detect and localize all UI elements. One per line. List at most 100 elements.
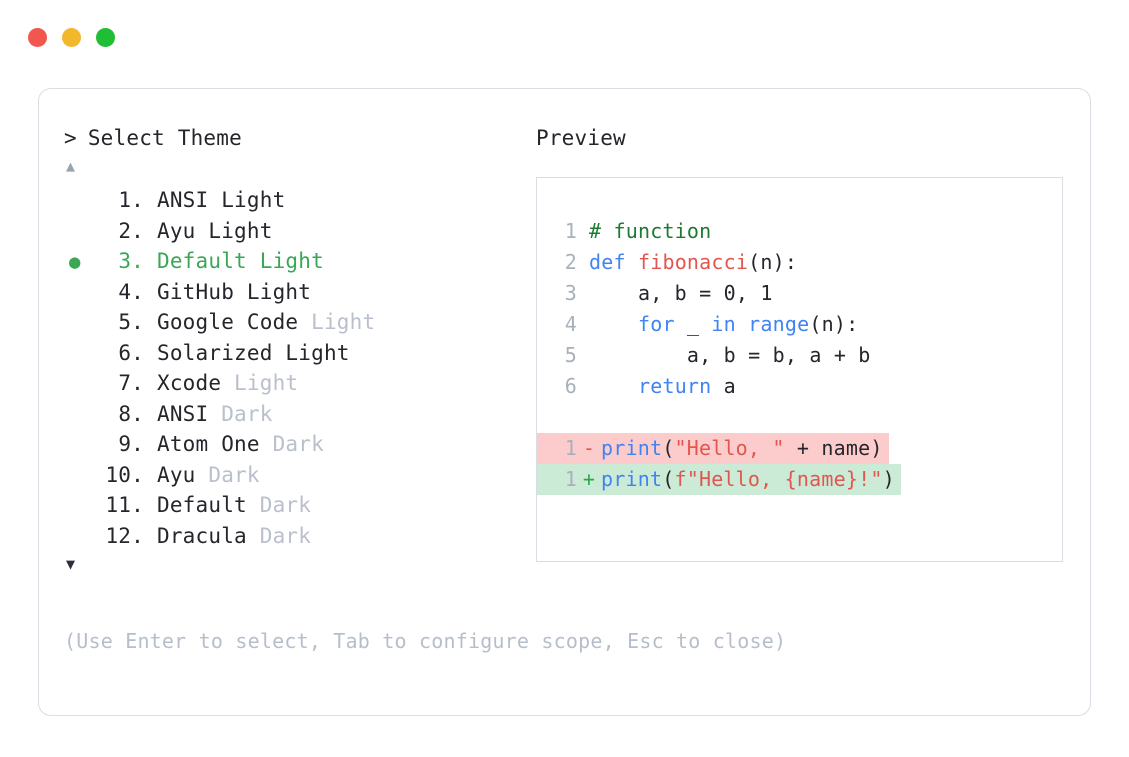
theme-item-name: Solarized <box>157 340 273 365</box>
theme-list-item[interactable]: 10.Ayu Dark <box>64 460 534 491</box>
line-number: 4 <box>564 312 577 336</box>
scroll-up-arrow-icon[interactable]: ▲ <box>66 157 76 175</box>
theme-item-name: Google Code <box>157 310 299 334</box>
window-close-button[interactable] <box>28 27 47 47</box>
code-token-keyword: return <box>637 374 724 398</box>
theme-item-variant: Dark <box>259 432 324 456</box>
theme-item-variant: Light <box>298 310 376 334</box>
theme-item-index: 9. <box>118 432 144 456</box>
code-token-punct: ( <box>662 436 675 460</box>
code-line: 6 return a <box>537 371 1062 402</box>
theme-item-index: 5. <box>118 310 144 334</box>
code-token-builtin: print <box>601 467 663 491</box>
line-number: 5 <box>564 343 577 367</box>
theme-item-variant: Light <box>246 249 324 273</box>
theme-list-item[interactable]: 12.Dracula Dark <box>64 521 534 552</box>
code-token-string: f"Hello, {name}!" <box>674 467 883 491</box>
theme-item-variant: Light <box>234 279 312 304</box>
theme-list-item[interactable]: 4.GitHub Light <box>64 277 534 308</box>
code-line-text: a, b = 0, 1 <box>577 278 773 309</box>
line-number: 1 <box>564 467 577 491</box>
theme-item-variant: Dark <box>246 523 312 548</box>
diff-line-text: print(f"Hello, {name}!") <box>601 464 901 495</box>
code-line: 4 for _ in range(n): <box>537 309 1062 340</box>
line-number: 2 <box>564 250 577 274</box>
theme-item-name: Ayu <box>157 462 196 487</box>
theme-item-index: 4. <box>118 279 144 304</box>
theme-item-index: 11. <box>105 493 144 517</box>
diff-line-removed: 1-print("Hello, " + name) <box>537 433 889 464</box>
theme-item-name: ANSI <box>157 188 209 212</box>
theme-item-name: Default <box>157 493 247 517</box>
code-token-plain: a <box>723 374 736 398</box>
scroll-down-arrow-icon[interactable]: ▼ <box>66 555 76 573</box>
theme-item-variant: Dark <box>208 401 273 426</box>
diff-minus-marker: - <box>582 436 596 460</box>
preview-title: Preview <box>536 126 626 150</box>
theme-item-index: 1. <box>118 188 144 212</box>
code-token-punct: ) <box>882 467 895 491</box>
code-token-builtin: range <box>748 312 810 336</box>
code-token-comment: # function <box>589 219 712 243</box>
line-number: 1 <box>564 436 577 460</box>
code-token-keyword: for <box>637 312 687 336</box>
diff-block: 1-print("Hello, " + name)1+print(f"Hello… <box>537 433 1062 495</box>
theme-item-name: Dracula <box>157 523 247 548</box>
window-zoom-button[interactable] <box>96 27 115 47</box>
keyboard-hint: (Use Enter to select, Tab to configure s… <box>64 629 787 653</box>
code-token-punct: (n): <box>809 312 859 336</box>
theme-list-item[interactable]: 5. Google Code Light <box>64 307 534 338</box>
window-titlebar <box>0 0 1129 74</box>
code-line-text: return a <box>577 371 736 402</box>
page-title: Select Theme <box>87 126 242 150</box>
code-token-keyword: in <box>711 312 749 336</box>
code-token-plain <box>589 374 638 398</box>
theme-list-item[interactable]: 1. ANSI Light <box>64 185 534 216</box>
theme-item-name: Ayu <box>157 218 196 243</box>
theme-list-item[interactable]: 8.ANSI Dark <box>64 399 534 430</box>
code-token-func: fibonacci <box>637 250 749 274</box>
code-token-builtin: print <box>601 436 663 460</box>
window-minimize-button[interactable] <box>62 27 81 47</box>
diff-plus-marker: + <box>582 467 596 491</box>
theme-list-item[interactable]: 6.Solarized Light <box>64 338 534 369</box>
code-line-text: def fibonacci(n): <box>577 247 797 278</box>
theme-item-name: Atom One <box>157 432 260 456</box>
theme-item-variant: Light <box>272 340 350 365</box>
theme-item-variant: Light <box>195 218 273 243</box>
theme-selector-card: > Select Theme ▲ 1. ANSI Light 2. Ayu Light… <box>38 88 1091 716</box>
diff-line-added: 1+print(f"Hello, {name}!") <box>537 464 901 495</box>
theme-item-index: 2. <box>118 218 144 243</box>
code-token-punct: (n): <box>748 250 798 274</box>
theme-list-item[interactable]: ●3.Default Light <box>64 246 534 277</box>
theme-list-item[interactable]: 11. Default Dark <box>64 490 534 521</box>
code-token-plain: a, b = b, a + b <box>589 343 871 367</box>
theme-item-name: Xcode <box>157 371 222 395</box>
theme-item-variant: Light <box>221 371 299 395</box>
code-line: 3 a, b = 0, 1 <box>537 278 1062 309</box>
theme-item-variant: Light <box>208 188 286 212</box>
code-token-plain: + name) <box>784 436 883 460</box>
line-number: 3 <box>564 281 577 305</box>
theme-item-variant: Dark <box>195 462 260 487</box>
theme-picker: > Select Theme ▲ 1. ANSI Light 2. Ayu Light… <box>64 123 534 577</box>
theme-item-name: ANSI <box>157 401 209 426</box>
code-token-string: "Hello, " <box>674 436 785 460</box>
prompt-caret-icon: > <box>64 126 77 150</box>
theme-item-index: 7. <box>118 371 144 395</box>
theme-list-item[interactable]: 2. Ayu Light <box>64 216 534 247</box>
line-number: 6 <box>564 374 577 398</box>
diff-line-text: print("Hello, " + name) <box>601 433 889 464</box>
code-token-plain: a, b = 0, 1 <box>589 281 773 305</box>
theme-list-item[interactable]: 7. Xcode Light <box>64 368 534 399</box>
code-token-plain: _ <box>686 312 712 336</box>
code-token-punct: ( <box>662 467 675 491</box>
code-line-text: for _ in range(n): <box>577 309 858 340</box>
theme-item-variant: Dark <box>246 493 312 517</box>
code-line: 5 a, b = b, a + b <box>537 340 1062 371</box>
theme-list-item[interactable]: 9. Atom One Dark <box>64 429 534 460</box>
